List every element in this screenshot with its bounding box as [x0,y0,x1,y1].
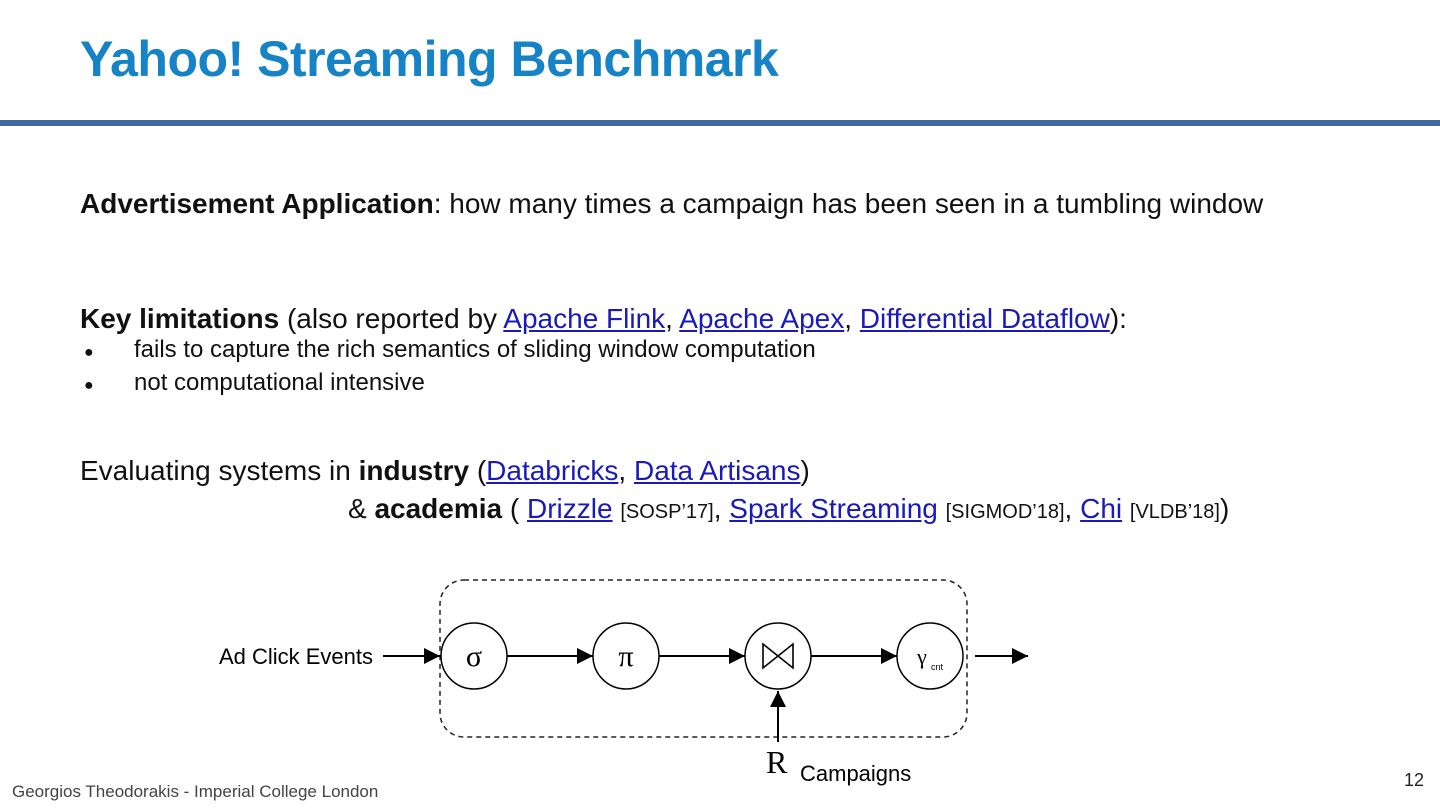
separator: , [844,303,860,334]
gamma-symbol: γ [916,644,927,669]
venue-sosp: [SOSP’17] [620,501,714,523]
window-boundary [439,579,968,738]
link-chi[interactable]: Chi [1080,493,1123,524]
venue-vldb: [VLDB’18] [1129,501,1220,523]
bullet-dot: ● [84,344,94,361]
input-stream-label: Ad Click Events [219,644,373,669]
link-differential-dataflow[interactable]: Differential Dataflow [859,303,1110,334]
limitations-line: Key limitations (also reported by Apache… [80,303,1127,335]
ampersand: & [348,493,375,524]
bullet-text: fails to capture the rich semantics of s… [134,336,816,363]
relation-label: Campaigns [800,761,911,786]
link-apache-apex[interactable]: Apache Apex [679,303,845,334]
link-apache-flink[interactable]: Apache Flink [503,303,666,334]
slide-title: Yahoo! Streaming Benchmark [80,31,779,87]
gamma-subscript: cnt [931,662,944,672]
pi-symbol: π [618,640,633,673]
link-spark-streaming[interactable]: Spark Streaming [729,493,938,524]
application-description: : how many times a campaign has been see… [433,188,1264,219]
link-drizzle[interactable]: Drizzle [527,493,613,524]
separator: , [1064,493,1081,524]
bullet-item: ● fails to capture the rich semantics of … [84,336,816,364]
application-label: Advertisement Application [80,188,434,219]
limitations-label: Key limitations [80,303,280,334]
link-data-artisans[interactable]: Data Artisans [633,455,801,486]
industry-label: industry [358,455,470,486]
page-number: 12 [1404,770,1425,790]
footer-author: Georgios Theodorakis - Imperial College … [12,782,379,801]
paren: ( [469,455,487,486]
separator: , [618,455,634,486]
limitations-intro: (also reported by [279,303,504,334]
aggregation-operator [896,622,964,690]
title-divider [0,120,1440,126]
paren: ) [1219,493,1230,524]
bullet-item: ● not computational intensive [84,369,425,397]
academia-line: & academia ( Drizzle [SOSP’17], Spark St… [348,493,1229,525]
venue-sigmod: [SIGMOD’18] [945,501,1065,523]
paren: ( [502,493,527,524]
limitations-close: ): [1109,303,1127,334]
bullet-text: not computational intensive [134,369,425,396]
relation-symbol: R [766,744,788,780]
bullet-dot: ● [84,377,94,394]
bowtie-icon [762,642,794,670]
separator: , [713,493,730,524]
paren: ) [800,455,810,486]
eval-intro: Evaluating systems in [80,455,359,486]
link-databricks[interactable]: Databricks [486,455,619,486]
academia-label: academia [374,493,503,524]
industry-line: Evaluating systems in industry (Databric… [80,455,810,487]
application-line: Advertisement Application: how many time… [80,188,1263,220]
separator: , [665,303,680,334]
sigma-symbol: σ [466,640,482,673]
